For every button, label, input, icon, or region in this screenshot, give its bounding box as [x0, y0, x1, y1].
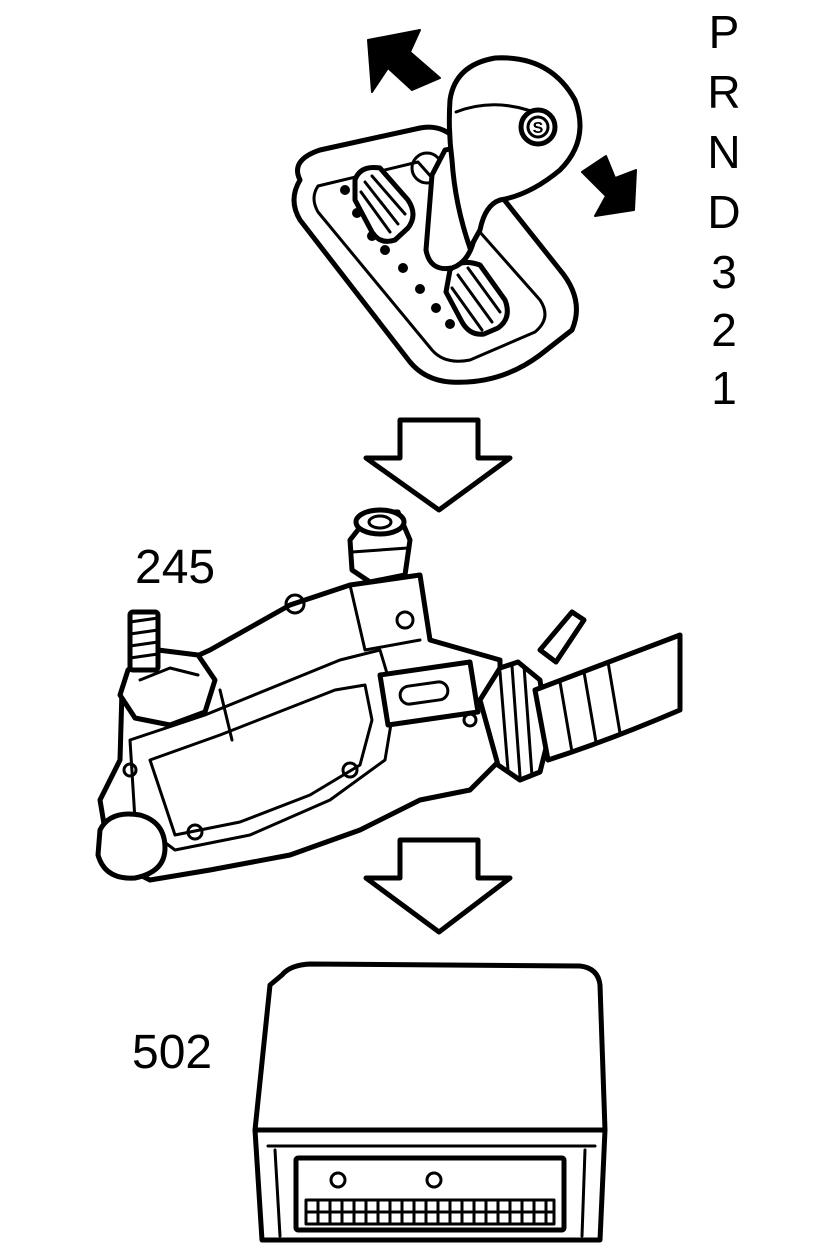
down-arrow-outline-icon [363, 417, 513, 513]
sensor-slot-plate [377, 659, 481, 728]
sensor-cable [532, 632, 683, 763]
control-unit-illustration [252, 961, 608, 1243]
position-sensor-illustration [95, 507, 683, 883]
selector-console-inner [312, 160, 547, 363]
gear-position-label: N [707, 126, 740, 178]
sensor-callout-label: 245 [135, 541, 215, 594]
sensor-drain-plug [95, 811, 168, 881]
svg-text:S: S [533, 120, 544, 137]
gear-position-label: R [707, 66, 740, 118]
control-unit-connector [293, 1155, 567, 1233]
gear-position-label: 3 [711, 246, 737, 298]
solid-direction-arrow-icon [367, 29, 441, 93]
gear-position-label: 2 [711, 304, 737, 356]
gear-position-label: P [709, 6, 740, 58]
s-button-icon: S [518, 107, 558, 147]
down-arrow-outline-icon [363, 837, 513, 935]
gear-position-label: 1 [711, 362, 737, 414]
control-unit-callout-label: 502 [132, 1026, 212, 1079]
gear-selector-illustration: S [291, 29, 637, 385]
gear-position-list: P R N D 3 2 1 [707, 6, 740, 414]
gear-position-label: D [707, 186, 740, 238]
solid-direction-arrow-icon [581, 155, 637, 217]
control-unit-case [252, 961, 608, 1133]
